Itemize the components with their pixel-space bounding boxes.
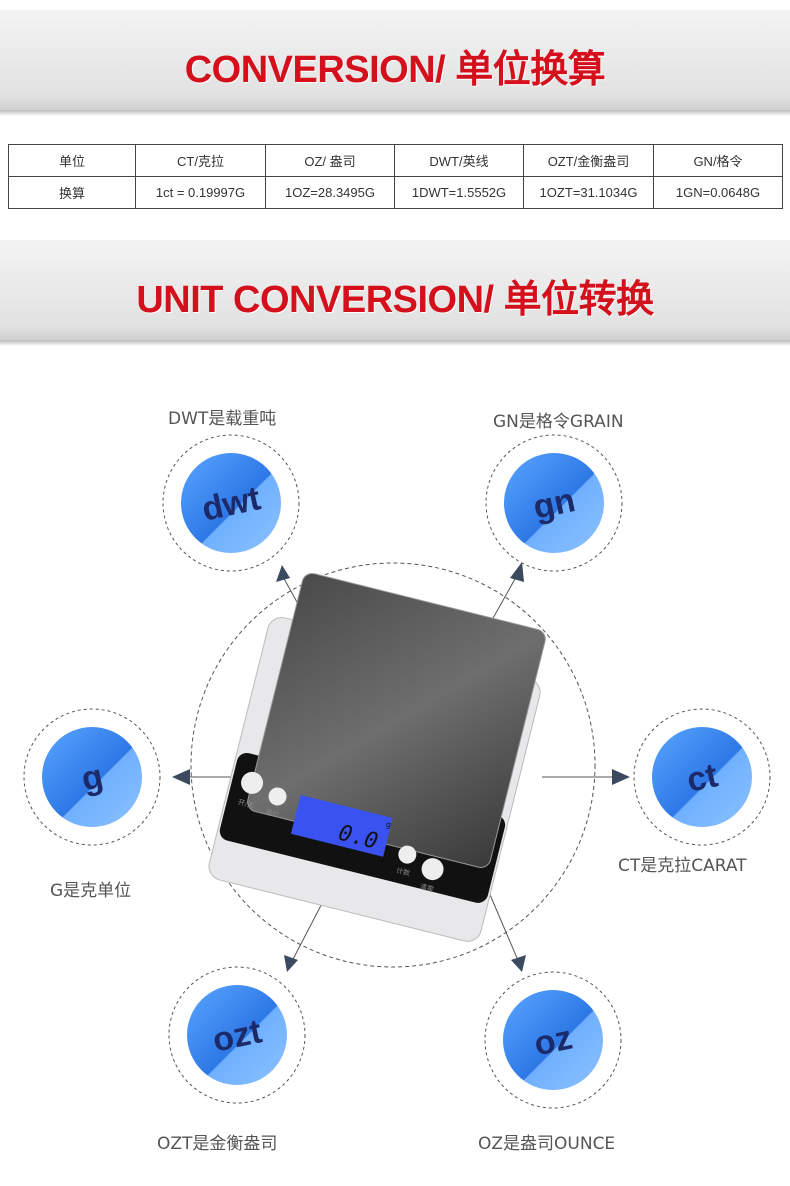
badge-dashed-ring — [484, 971, 622, 1109]
arrow-down-right-icon — [511, 955, 526, 972]
scale-display-unit: g — [385, 820, 392, 830]
table-cell: CT/克拉 — [135, 144, 266, 177]
arrow-down-left-icon — [284, 955, 298, 972]
unit-label-ct: CT是克拉CARAT — [618, 856, 747, 876]
section-title: CONVERSION/ 单位换算 — [184, 49, 606, 91]
unit-label-ozt: OZT是金衡盎司 — [157, 1134, 278, 1154]
badge-circle — [42, 727, 142, 827]
table-row: 换算 1ct = 0.19997G 1OZ=28.3495G 1DWT=1.55… — [8, 176, 783, 209]
badge-dashed-ring — [633, 708, 771, 846]
badge-dashed-ring — [23, 708, 161, 846]
table-cell: OZ/ 盎司 — [265, 144, 395, 177]
conversion-table: 单位 CT/克拉 OZ/ 盎司 DWT/英线 OZT/金衡盎司 GN/格令 换算… — [8, 144, 783, 209]
scale-button-count — [398, 845, 417, 864]
scale-button-label: 计数 — [395, 866, 411, 878]
table-cell: 1GN=0.0648G — [653, 176, 783, 209]
scale-button-power — [241, 771, 264, 794]
table-cell: 1OZT=31.1034G — [523, 176, 654, 209]
badge-dashed-ring — [168, 966, 306, 1104]
unit-badges: dwt gn g ct ozt oz — [23, 434, 771, 1109]
scale-button-tare — [421, 858, 444, 881]
badge-circle — [652, 727, 752, 827]
section-title: UNIT CONVERSION/ 单位转换 — [136, 279, 654, 321]
center-dashed-ring — [190, 562, 596, 968]
unit-symbol: oz — [531, 1018, 576, 1063]
badge-circle — [503, 990, 603, 1090]
unit-label-g: G是克单位 — [50, 881, 132, 901]
arrow-up-right-icon — [510, 562, 524, 582]
unit-symbol: gn — [530, 481, 579, 527]
table-cell: 1DWT=1.5552G — [394, 176, 524, 209]
unit-badge-oz: oz — [484, 971, 622, 1109]
table-cell: 1ct = 0.19997G — [135, 176, 266, 209]
table-cell: GN/格令 — [653, 144, 783, 177]
unit-label-oz: OZ是盎司OUNCE — [478, 1134, 616, 1154]
badge-circle — [504, 453, 604, 553]
table-cell: DWT/英线 — [394, 144, 524, 177]
unit-conversion-banner: UNIT CONVERSION/ 单位转换 — [0, 240, 790, 346]
arrow-up-left-icon — [276, 565, 290, 582]
scale-image: 0.0 g 开/关 单位 计数 清零 — [208, 572, 546, 942]
table-cell: 1OZ=28.3495G — [265, 176, 395, 209]
badge-dashed-ring — [162, 434, 300, 572]
arrow-left-icon — [172, 769, 190, 785]
unit-badge-ozt: ozt — [168, 966, 306, 1104]
unit-label-gn: GN是格令GRAIN — [493, 412, 624, 432]
scale-button-label: 开/关 — [237, 797, 255, 810]
scale-button-label: 清零 — [419, 882, 435, 894]
unit-label-dwt: DWT是载重吨 — [168, 409, 277, 429]
table-cell: 换算 — [8, 176, 136, 209]
conversion-banner: CONVERSION/ 单位换算 — [0, 10, 790, 116]
unit-badge-dwt: dwt — [162, 434, 300, 572]
badge-circle — [181, 453, 281, 553]
scale-button-unit — [268, 787, 287, 806]
unit-badge-gn: gn — [485, 434, 623, 572]
scale-button-label: 单位 — [264, 807, 280, 819]
unit-badge-ct: ct — [633, 708, 771, 846]
table-cell: 单位 — [8, 144, 136, 177]
arrow-icons — [172, 562, 630, 972]
scale-lcd — [290, 794, 393, 857]
unit-badge-g: g — [23, 708, 161, 846]
badge-dashed-ring — [485, 434, 623, 572]
arrow-right-icon — [612, 769, 630, 785]
table-header-row: 单位 CT/克拉 OZ/ 盎司 DWT/英线 OZT/金衡盎司 GN/格令 — [8, 144, 783, 177]
badge-circle — [187, 985, 287, 1085]
table-cell: OZT/金衡盎司 — [523, 144, 654, 177]
